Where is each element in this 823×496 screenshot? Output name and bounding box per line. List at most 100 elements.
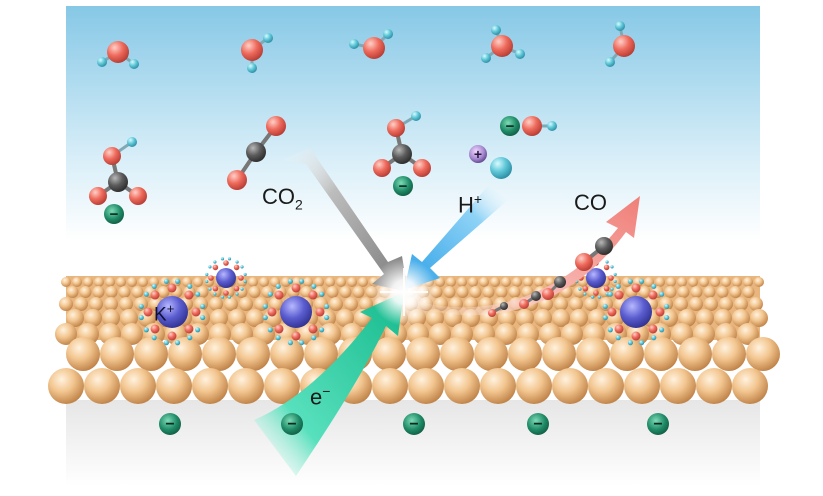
hydrogen-atom bbox=[187, 283, 193, 289]
copper-atom bbox=[674, 297, 688, 311]
copper-atom bbox=[406, 337, 440, 371]
copper-atom bbox=[689, 297, 703, 311]
oxygen-atom bbox=[614, 324, 624, 334]
copper-atom bbox=[734, 297, 748, 311]
copper-atom bbox=[269, 297, 283, 311]
copper-atom bbox=[84, 309, 102, 327]
copper-atom bbox=[677, 277, 687, 287]
oxygen-atom bbox=[208, 275, 214, 281]
oxygen-atom bbox=[308, 324, 318, 334]
copper-atom bbox=[326, 286, 339, 298]
h-plus-arrow bbox=[404, 186, 508, 290]
copper-atom bbox=[92, 286, 105, 298]
copper-atom bbox=[573, 286, 586, 298]
potassium-atom bbox=[620, 296, 652, 328]
potassium-atom bbox=[280, 296, 312, 328]
hydrogen-atom bbox=[151, 335, 157, 341]
hydrated-potassium-ion bbox=[138, 278, 206, 346]
copper-atom bbox=[372, 368, 408, 404]
hydrogen-atom bbox=[597, 295, 602, 299]
proton-sphere bbox=[490, 157, 512, 179]
copper-atom bbox=[193, 277, 203, 287]
hydrogen-atom bbox=[324, 315, 330, 321]
copper-atom bbox=[149, 277, 159, 287]
copper-atom bbox=[569, 297, 583, 311]
hydrogen-atom bbox=[143, 327, 149, 333]
hydrogen-atom bbox=[627, 340, 633, 346]
co2-arrow bbox=[282, 148, 408, 292]
copper-atom bbox=[696, 309, 714, 327]
copper-atom bbox=[588, 368, 624, 404]
copper-atom bbox=[443, 286, 456, 298]
co-molecule bbox=[542, 276, 566, 300]
hydrogen-atom bbox=[590, 295, 595, 299]
copper-atom bbox=[192, 368, 228, 404]
copper-atom bbox=[202, 337, 236, 371]
copper-atom bbox=[664, 286, 677, 298]
copper-atom bbox=[516, 309, 534, 327]
hydrogen-atom bbox=[275, 283, 281, 289]
copper-atom bbox=[344, 297, 358, 311]
hydrogen-atom bbox=[208, 287, 212, 291]
oxygen-atom bbox=[184, 290, 194, 300]
copper-atom bbox=[501, 277, 511, 287]
minus-sign: − bbox=[165, 416, 174, 433]
oxygen-atom bbox=[315, 307, 325, 317]
copper-atom bbox=[83, 277, 93, 287]
copper-atom bbox=[742, 286, 755, 298]
oxygen-atom bbox=[191, 307, 201, 317]
hydrogen-atom bbox=[311, 283, 317, 289]
hydrogen-atom bbox=[319, 327, 325, 333]
copper-atom bbox=[246, 309, 264, 327]
copper-atom bbox=[358, 277, 368, 287]
oxygen-atom bbox=[238, 275, 244, 281]
copper-atom bbox=[554, 297, 568, 311]
copper-atom bbox=[688, 277, 698, 287]
hydrogen-atom bbox=[275, 335, 281, 341]
hydrogen-atom bbox=[287, 340, 293, 346]
oxygen-atom bbox=[223, 260, 229, 266]
oxygen-atom bbox=[184, 324, 194, 334]
hydrogen-atom bbox=[195, 291, 201, 297]
copper-atom bbox=[576, 337, 610, 371]
h-plus-label: H+ bbox=[458, 191, 483, 218]
oxygen-atom bbox=[631, 331, 641, 341]
copper-atom bbox=[209, 286, 222, 298]
oxygen-atom bbox=[603, 285, 610, 292]
copper-atom bbox=[100, 337, 134, 371]
copper-atom bbox=[716, 286, 729, 298]
co-label: CO bbox=[574, 190, 607, 215]
hydrogen-atom bbox=[163, 340, 169, 346]
copper-atom bbox=[444, 368, 480, 404]
copper-atom bbox=[408, 368, 444, 404]
oxygen-atom bbox=[223, 290, 229, 296]
copper-atom bbox=[304, 337, 338, 371]
hydrogen-atom bbox=[200, 315, 206, 321]
hydrogen-atom bbox=[267, 327, 273, 333]
copper-atom bbox=[74, 297, 88, 311]
copper-atom bbox=[105, 286, 118, 298]
hydrogen-atom bbox=[651, 335, 657, 341]
co2-molecule bbox=[227, 116, 286, 190]
negative-charge-badge: − bbox=[527, 413, 549, 435]
copper-atom bbox=[236, 337, 270, 371]
hydrogen-atom bbox=[227, 257, 232, 261]
hydrogen-atom bbox=[220, 295, 225, 299]
electron-label: e− bbox=[310, 383, 331, 410]
potassium-atom bbox=[156, 296, 188, 328]
hydrogen-atom bbox=[610, 265, 614, 269]
negative-charge-badge: − bbox=[647, 413, 669, 435]
oxygen-atom bbox=[167, 283, 177, 293]
copper-atom bbox=[714, 309, 732, 327]
oxygen-atom bbox=[648, 290, 658, 300]
hydrogen-atom bbox=[664, 315, 670, 321]
negative-charge-badge: − bbox=[500, 116, 520, 136]
hydrogen-atom bbox=[602, 315, 608, 321]
hydrogen-atom bbox=[138, 303, 144, 309]
copper-atom bbox=[239, 297, 253, 311]
hydrogen-atom bbox=[613, 272, 617, 277]
copper-atom bbox=[719, 297, 733, 311]
copper-atom bbox=[660, 368, 696, 404]
copper-atom bbox=[699, 277, 709, 287]
